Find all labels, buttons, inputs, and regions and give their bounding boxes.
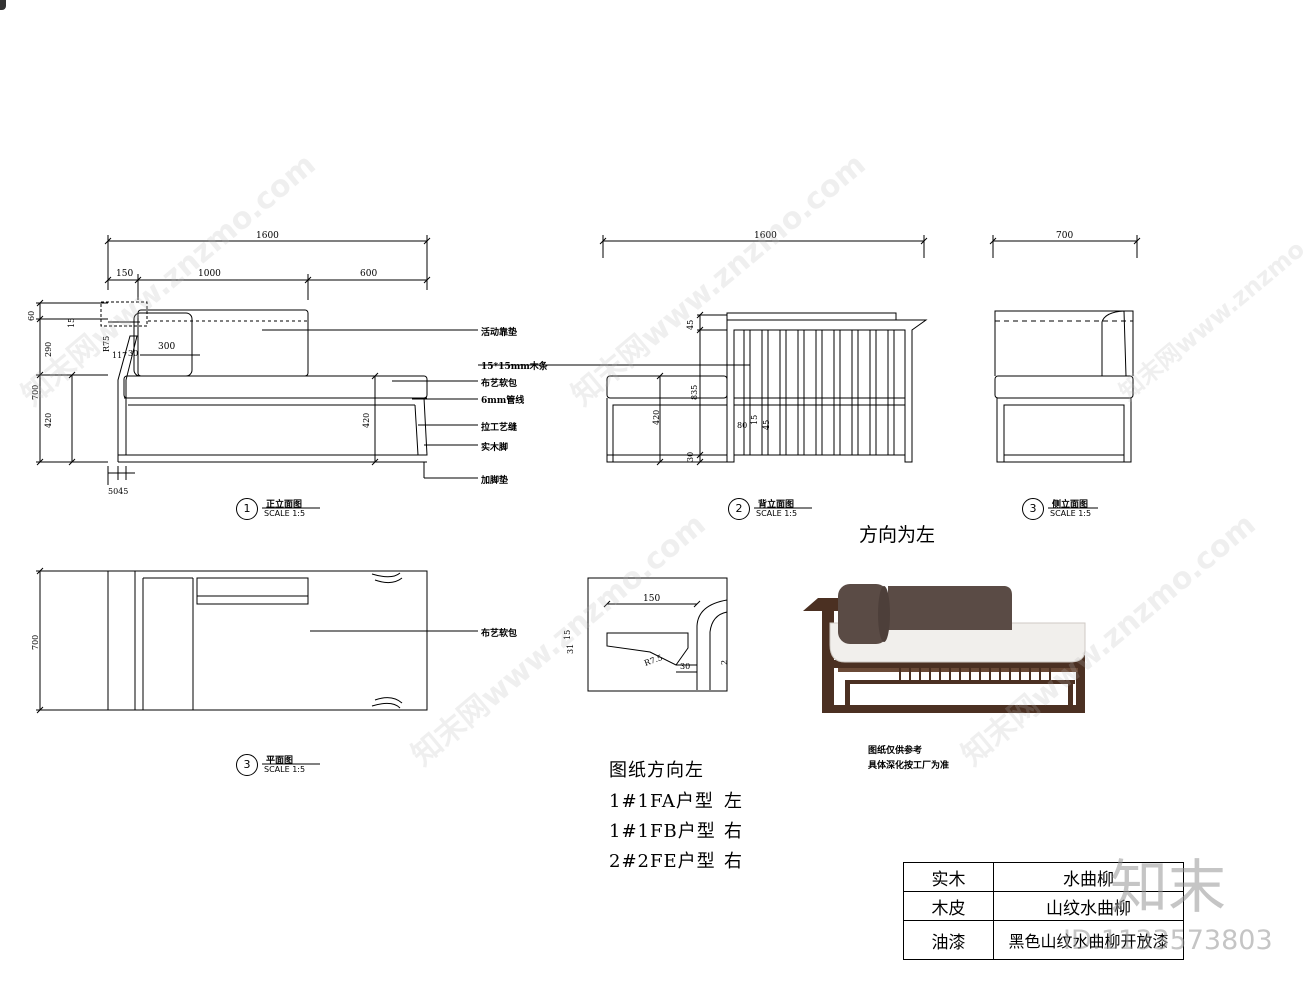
orientation-notes: 图纸方向左 1#1FA户型 左 1#1FB户型 右 2#2FE户型 右 (609, 756, 742, 877)
view-scale-front: SCALE 1:5 (264, 509, 306, 518)
view-title-back: 背立面图 (758, 500, 795, 510)
back-dim-80: 80 (737, 421, 748, 430)
front-dim-600: 600 (360, 269, 378, 279)
view-number-plan: 3 (236, 754, 258, 776)
watermark-id: ID:1133573803 (1063, 925, 1273, 956)
side-elevation (989, 235, 1141, 463)
material-row: 实木 水曲柳 (903, 862, 1184, 892)
front-dim-1000: 1000 (198, 269, 221, 279)
material-key: 油漆 (903, 920, 994, 960)
back-dim-835: 835 (690, 384, 699, 400)
label-fabric: 布艺软包 (481, 379, 518, 389)
watermark-brand: 知末 (1110, 853, 1227, 921)
back-dim-45b: 45 (762, 419, 771, 430)
detail-dim-150: 150 (643, 594, 661, 604)
back-dim-30: 30 (686, 451, 695, 462)
label-cushion: 活动靠垫 (481, 328, 518, 338)
orientation-row: 2#2FE户型 右 (609, 847, 742, 877)
label-pipe: 6mm管线 (481, 396, 525, 406)
front-dim-150: 150 (116, 269, 134, 279)
orientation-side: 左 (724, 791, 743, 812)
label-plan-fabric: 布艺软包 (481, 629, 518, 639)
front-dim-5045: 5045 (108, 487, 129, 496)
plan-view (36, 567, 478, 714)
back-dim-420: 420 (652, 409, 661, 425)
front-dim-420-inner: 420 (362, 412, 371, 428)
side-dim-700: 700 (1056, 231, 1074, 241)
orientation-unit: 2#2FE户型 (609, 851, 716, 872)
back-dim-15: 15 (750, 414, 759, 425)
view-scale-plan: SCALE 1:5 (264, 765, 306, 774)
back-dim-total: 1600 (754, 231, 777, 241)
view-scale-side: SCALE 1:5 (1050, 509, 1092, 518)
plan-dim-700: 700 (31, 634, 40, 650)
orientation-unit: 1#1FA户型 (609, 791, 714, 812)
front-elevation (36, 235, 478, 485)
orientation-side: 右 (724, 851, 743, 872)
material-key: 木皮 (903, 891, 994, 921)
orientation-unit: 1#1FB户型 (609, 821, 716, 842)
label-stitch: 拉工艺缝 (481, 423, 518, 433)
view-number-2: 2 (728, 498, 750, 520)
sofa-photo (803, 584, 1086, 713)
front-dim-420: 420 (44, 412, 53, 428)
material-table: 实木 水曲柳 木皮 山纹水曲柳 油漆 黑色山纹水曲柳开放漆 (903, 862, 1184, 960)
material-row: 木皮 山纹水曲柳 (903, 891, 1184, 921)
detail-dim-30: 30 (680, 662, 691, 671)
material-key: 实木 (903, 862, 994, 892)
label-foot-pad: 加脚垫 (481, 476, 509, 486)
orientation-side: 右 (724, 821, 743, 842)
front-dim-300: 300 (158, 342, 176, 352)
detail-dim-2: 2 (720, 659, 729, 665)
direction-heading: 方向为左 (859, 524, 936, 546)
orientation-heading: 图纸方向左 (609, 760, 704, 781)
material-value: 黑色山纹水曲柳开放漆 (993, 920, 1184, 960)
view-title-front: 正立面图 (266, 500, 303, 510)
view-title-side: 侧立面图 (1052, 500, 1089, 510)
front-dim-total: 1600 (256, 231, 279, 241)
material-value: 山纹水曲柳 (993, 891, 1184, 921)
view-title-plan: 平面图 (266, 756, 294, 766)
view-number-1: 1 (236, 498, 258, 520)
material-value: 水曲柳 (993, 862, 1184, 892)
view-number-3: 3 (1022, 498, 1044, 520)
label-wood-strip: 15*15mm木条 (481, 362, 548, 372)
orientation-row: 1#1FA户型 左 (609, 787, 742, 817)
front-dim-30: 30 (128, 349, 139, 358)
detail-view (587, 577, 728, 692)
corner-mark (0, 0, 6, 10)
photo-note-line2: 具体深化按工厂为准 (868, 761, 950, 771)
orientation-row: 1#1FB户型 右 (609, 817, 742, 847)
material-row: 油漆 黑色山纹水曲柳开放漆 (903, 920, 1184, 960)
photo-note-line1: 图纸仅供参考 (868, 746, 923, 756)
front-dim-117: 117 (112, 351, 128, 360)
view-scale-back: SCALE 1:5 (756, 509, 798, 518)
back-elevation (478, 235, 928, 466)
label-solid-leg: 实木脚 (481, 443, 509, 453)
front-dim-60: 60 (27, 310, 36, 321)
